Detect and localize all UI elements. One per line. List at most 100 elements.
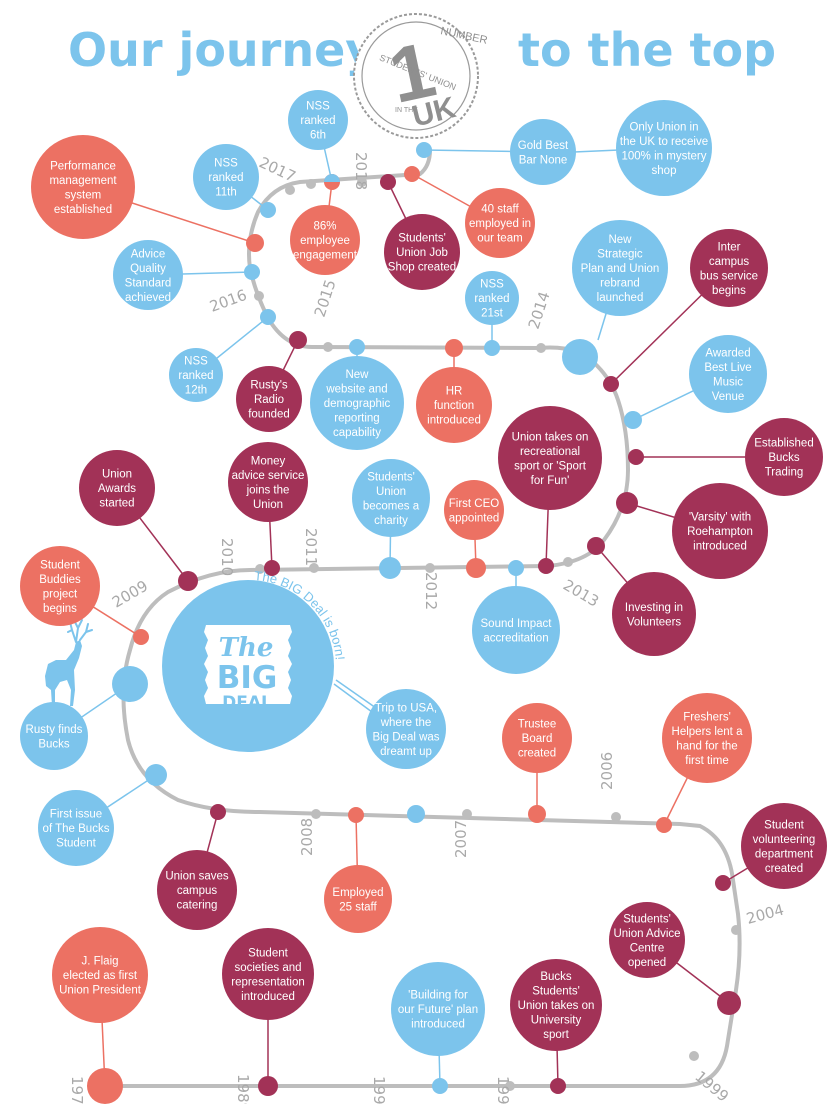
timeline-node-half (324, 174, 340, 182)
year-label: 1977 (68, 1076, 86, 1104)
event-circle (52, 927, 148, 1023)
event-label-line: Only Union in (629, 121, 698, 133)
event-label-line: Rusty finds (26, 724, 83, 736)
event-circle (288, 90, 348, 150)
timeline-node (210, 804, 226, 820)
timeline-node (445, 339, 463, 357)
timeline-node (145, 764, 167, 786)
event-label-line: Trip to USA, (375, 702, 437, 714)
timeline-node (603, 376, 619, 392)
event-label-line: Student (764, 819, 804, 831)
timeline-node (323, 342, 333, 352)
year-label: 2017 (256, 153, 298, 185)
event-label-line: opened (628, 957, 666, 969)
timeline-node (285, 185, 295, 195)
year-label: 2015 (311, 277, 340, 319)
timeline-node (416, 142, 432, 158)
event-label-line: Money (251, 455, 286, 467)
stag-icon (45, 619, 93, 706)
event-circle (745, 418, 823, 496)
event-label-line: Student (56, 838, 96, 850)
event-circle (672, 483, 768, 579)
event-circle (169, 348, 223, 402)
big-deal-line2: BIG (217, 660, 278, 696)
event-label-line: 25 staff (339, 901, 377, 913)
event-label-line: 21st (481, 308, 504, 320)
event-label-line: engagement (293, 250, 358, 262)
event-label-line: ranked (208, 172, 243, 184)
event-label-line: recreational (520, 446, 580, 458)
timeline-node (508, 560, 524, 576)
event-label-line: management (49, 175, 117, 187)
event-label-line: Students' (367, 471, 415, 483)
event-label-line: Roehampton (687, 526, 753, 538)
year-label: 2013 (560, 576, 602, 611)
year-label: 2007 (452, 820, 470, 858)
event-label-line: elected as first (63, 970, 138, 982)
year-label: 1994 (370, 1076, 388, 1104)
timeline-node (505, 1081, 515, 1091)
event-circle (20, 546, 100, 626)
event-circle (193, 144, 259, 210)
event-label-line: our team (477, 233, 522, 245)
event-label-line: capability (333, 427, 381, 439)
timeline-node (563, 557, 573, 567)
event-label-line: 11th (215, 187, 237, 199)
event-label-line: Plan and Union (581, 263, 660, 275)
timeline-node (311, 809, 321, 819)
event-label-line: Board (522, 733, 553, 745)
event-label-line: 40 staff (481, 204, 519, 216)
event-label-line: Students' (623, 913, 671, 925)
event-circle (465, 188, 535, 258)
event-label-line: 6th (310, 130, 326, 142)
event-label-line: created (765, 863, 803, 875)
event-label-line: Shop created (388, 262, 456, 274)
event-label-line: established (54, 204, 112, 216)
year-label: 2012 (422, 572, 440, 610)
year-label: 1997 (494, 1076, 512, 1104)
timeline-node (731, 925, 741, 935)
timeline-node (484, 340, 500, 356)
event-label-line: charity (374, 515, 408, 527)
event-label-line: where the (380, 717, 432, 729)
event-label-line: Buddies (39, 574, 81, 586)
number-one-seal: NUMBER 1 STUDENTS' UNION IN THE UK (353, 13, 489, 139)
timeline-node (112, 666, 148, 702)
timeline-node (407, 805, 425, 823)
event-label-line: Union (102, 469, 132, 481)
year-label: 2018 (352, 152, 370, 190)
event-label-line: volunteering (753, 834, 816, 846)
event-label-line: Union President (59, 985, 142, 997)
timeline-node (246, 234, 264, 252)
event-label-line: Union saves (165, 871, 229, 883)
event-label-line: Centre (630, 942, 665, 954)
event-label-line: accreditation (483, 632, 548, 644)
timeline-node (306, 179, 316, 189)
year-label: 1989 (234, 1074, 252, 1104)
event-label-line: Union (376, 486, 406, 498)
event-label-line: of The Bucks (43, 823, 110, 835)
event-label-line: introduced (411, 1019, 465, 1031)
event-label-line: Advice (131, 248, 166, 260)
event-circle (113, 240, 183, 310)
event-label-line: campus (177, 885, 218, 897)
timeline-node (379, 557, 401, 579)
event-label-line: Quality (130, 263, 166, 275)
event-label-line: sport or 'Sport (514, 460, 587, 472)
timeline-node (87, 1068, 123, 1104)
event-label-line: appointed (449, 512, 500, 524)
timeline-node (432, 1078, 448, 1094)
event-label-line: New (345, 369, 369, 381)
event-circle (741, 803, 827, 889)
timeline-node (258, 1076, 278, 1096)
timeline-node (611, 812, 621, 822)
seal-in-the: IN THE (395, 107, 418, 114)
